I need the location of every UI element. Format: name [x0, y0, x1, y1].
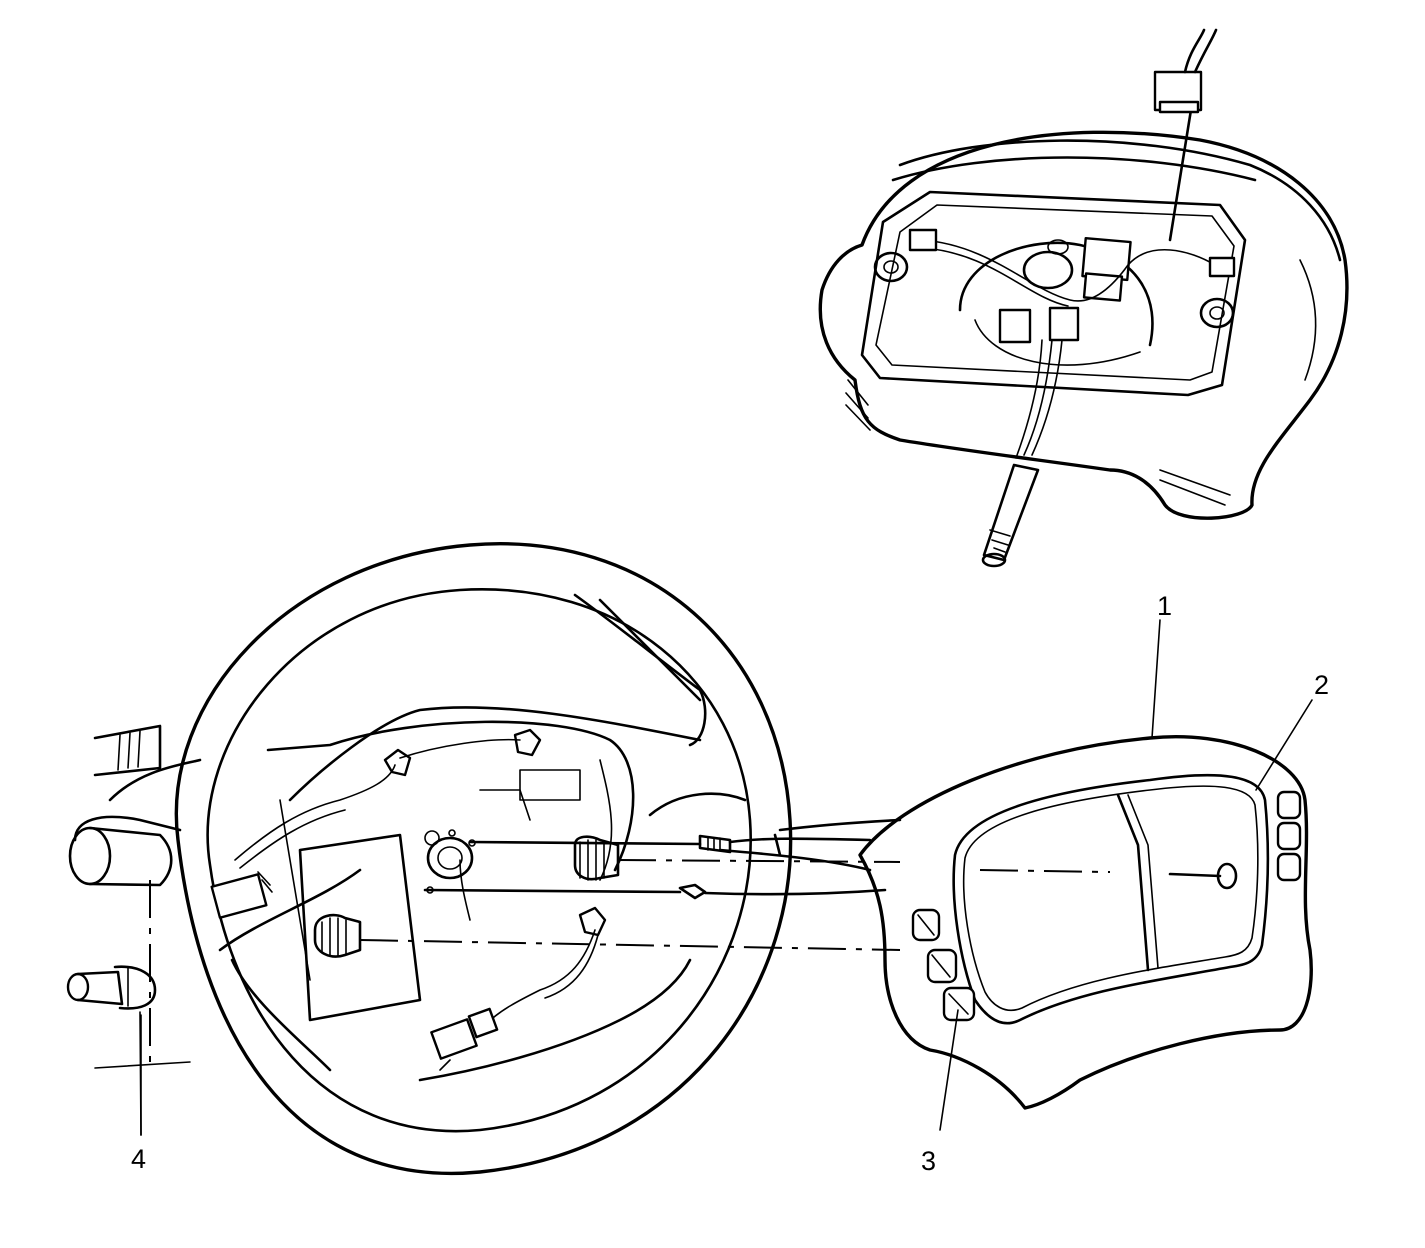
callout-1: 1	[1157, 591, 1172, 621]
emblem-window-item-2	[952, 773, 1270, 1025]
leader-lines	[140, 619, 1313, 1136]
steering-wheel	[174, 542, 793, 1176]
leader-2	[1255, 699, 1313, 791]
callout-labels: 1 2 3 4	[131, 591, 1329, 1176]
leader-3	[939, 1009, 959, 1131]
callout-4: 4	[131, 1144, 146, 1174]
steering-column-area	[68, 724, 202, 1070]
callout-2: 2	[1314, 670, 1329, 700]
fastener-item-4	[66, 965, 157, 1136]
callout-3: 3	[921, 1146, 936, 1176]
airbag-module-item-1	[858, 735, 1313, 1110]
airbag-module-inset	[818, 28, 1349, 568]
alignment-lines	[359, 818, 1222, 951]
leader-1	[1151, 619, 1161, 739]
